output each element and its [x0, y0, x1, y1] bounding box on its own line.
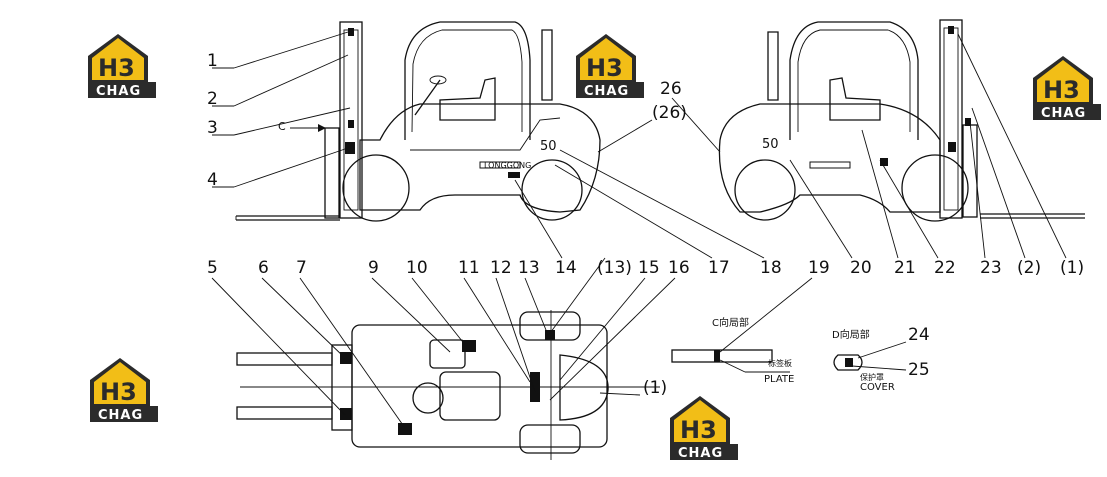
label-6: 6	[258, 258, 269, 278]
bottom-row-callouts: 14 (13) 15 16 17 18 19 20 21 22 23 (2) (…	[514, 33, 1084, 401]
detail-c-en: PLATE	[764, 374, 794, 385]
label-20: 20	[850, 258, 872, 278]
logo-text: CHAG	[584, 84, 629, 99]
label-14: 14	[555, 258, 577, 278]
label-24: 24	[908, 325, 930, 345]
upper-callouts: 26 (26)	[597, 79, 721, 153]
logo-mark-text: H3	[680, 416, 717, 444]
logo-mark-text: H3	[586, 54, 623, 82]
label-17: 17	[708, 258, 730, 278]
label-15: 15	[638, 258, 660, 278]
detail-c-title: C向局部	[712, 316, 749, 329]
detail-d-cn: 保护罩	[860, 372, 884, 382]
forklift-top-view	[236, 310, 660, 460]
model-number-text: 50	[540, 139, 557, 154]
detail-c-cn: 标签板	[768, 358, 792, 368]
logo-mark-text: H3	[98, 54, 135, 82]
label-5: 5	[207, 258, 218, 278]
label-12: 12	[490, 258, 512, 278]
label-4: 4	[207, 170, 218, 190]
model-number-text-right: 50	[762, 137, 779, 152]
label-23: 23	[980, 258, 1002, 278]
label-26: 26	[660, 79, 682, 99]
label-26-paren: (26)	[652, 103, 687, 123]
logo-text: CHAG	[678, 446, 723, 461]
label-16: 16	[668, 258, 690, 278]
label-22: 22	[934, 258, 956, 278]
logo-text: CHAG	[96, 84, 141, 99]
logo-text: CHAG	[1041, 106, 1086, 121]
label-9: 9	[368, 258, 379, 278]
forklift-right-side-view: 50	[718, 19, 1085, 222]
detail-c: C向局部 标签板 PLATE	[671, 316, 794, 385]
label-25: 25	[908, 360, 930, 380]
label-1-top: (1)	[643, 378, 667, 398]
left-callouts: 1 2 3 4 C	[207, 31, 351, 190]
label-19: 19	[808, 258, 830, 278]
label-2-paren: (2)	[1017, 258, 1041, 278]
forklift-left-side-view: LONGGONG 50	[235, 21, 601, 222]
label-2: 2	[207, 89, 218, 109]
label-13: 13	[518, 258, 540, 278]
watermark-logo: H3 CHAG	[1033, 56, 1101, 121]
top-view-callouts: 5 6 7 9 10 11 12 13 (1)	[207, 258, 667, 429]
label-1: 1	[207, 51, 218, 71]
label-1-paren: (1)	[1060, 258, 1084, 278]
label-21: 21	[894, 258, 916, 278]
label-7: 7	[296, 258, 307, 278]
logo-text: CHAG	[98, 408, 143, 423]
watermark-logo: H3 CHAG	[670, 396, 738, 461]
logo-mark-text: H3	[1043, 76, 1080, 104]
detail-d-title: D向局部	[832, 328, 870, 341]
label-18: 18	[760, 258, 782, 278]
watermark-logo: H3 CHAG	[576, 34, 644, 99]
detail-d-en: COVER	[860, 382, 895, 393]
body-brand-text: LONGGONG	[484, 161, 531, 170]
watermark-logo: H3 CHAG	[90, 358, 158, 423]
label-3: 3	[207, 118, 218, 138]
label-13-paren: (13)	[597, 258, 632, 278]
view-c-label: C	[278, 120, 286, 133]
label-11: 11	[458, 258, 480, 278]
logo-mark-text: H3	[100, 378, 137, 406]
watermark-logo: H3 CHAG	[88, 34, 156, 99]
detail-d: D向局部 24 25 保护罩 COVER	[832, 325, 930, 393]
label-10: 10	[406, 258, 428, 278]
